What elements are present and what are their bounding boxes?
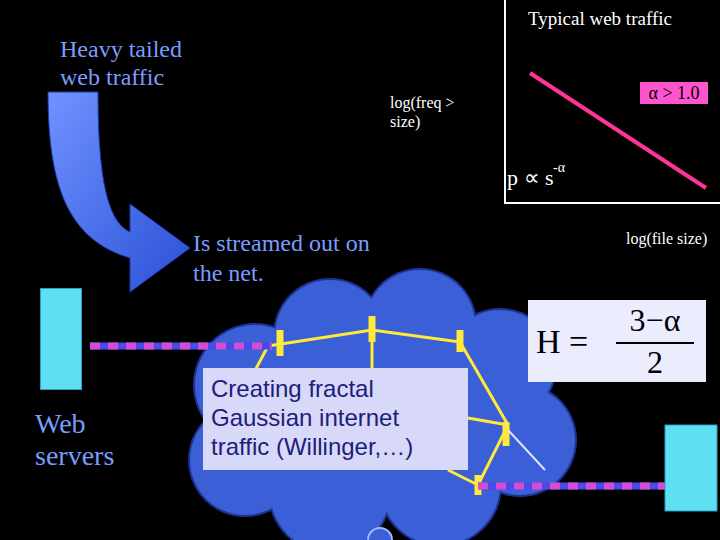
- client-box: [665, 425, 717, 511]
- network-link: [508, 430, 545, 470]
- server-box: [40, 288, 82, 390]
- node-text: 3−α: [614, 302, 696, 339]
- router-symbol: [277, 330, 284, 356]
- flow-text: Is streamed out on the net.: [193, 228, 378, 288]
- router-symbol: [457, 330, 464, 352]
- heading-text: Heavy tailed web traffic: [60, 35, 210, 91]
- x-axis: [504, 202, 720, 204]
- flow-arrow: [48, 92, 190, 292]
- alpha-box: α > 1.0: [640, 82, 708, 104]
- node-text: Web servers: [35, 408, 130, 472]
- wire: [478, 483, 666, 490]
- fraction-bar: [616, 342, 694, 344]
- cloud-outline: [188, 268, 577, 540]
- network-link: [268, 330, 372, 346]
- text-box: Creating fractal Gaussian internet traff…: [203, 368, 468, 470]
- formula-box: H =3−α 2: [528, 300, 706, 382]
- network-link: [448, 470, 478, 485]
- cloud-lobe: [465, 385, 575, 495]
- node-text: 2: [614, 344, 696, 381]
- cloud-fill: [190, 270, 575, 540]
- node-text: Creating fractal Gaussian internet traff…: [211, 374, 461, 461]
- router-symbol: [369, 316, 376, 342]
- wire: [90, 343, 272, 350]
- chart-title: Typical web traffic: [528, 8, 720, 30]
- axis-label: log(freq > size): [390, 93, 458, 131]
- formula-text: p ∝ s: [507, 165, 557, 190]
- exponent-text: -α: [553, 160, 583, 176]
- node-text: H =: [536, 322, 616, 361]
- network-link: [372, 330, 460, 342]
- axis-label: log(file size): [626, 230, 720, 248]
- web-server: Web servers: [35, 288, 135, 478]
- y-axis: [504, 0, 506, 204]
- node-symbol: [368, 528, 392, 540]
- wire: [478, 483, 666, 490]
- node-text: α > 1.0: [640, 83, 708, 104]
- router-symbol: [503, 422, 510, 446]
- wire: [90, 343, 272, 350]
- network-link: [468, 418, 508, 425]
